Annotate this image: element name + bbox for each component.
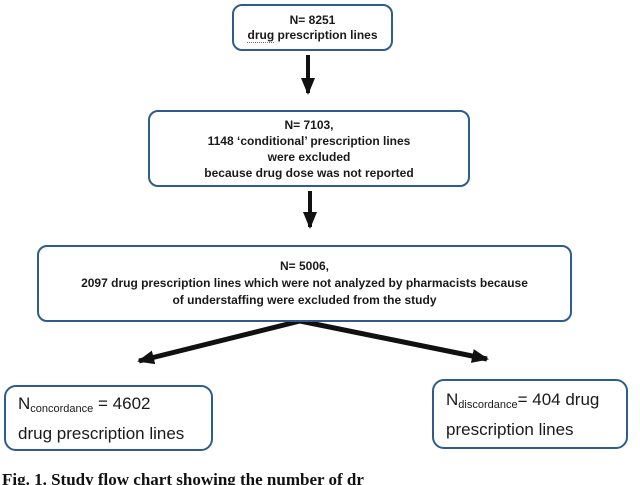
- box-conditional-line3: were excluded: [267, 149, 351, 164]
- flow-box-concordance: Nconcordance = 4602 drug prescription li…: [4, 385, 213, 451]
- flow-box-understaffing-excluded: N= 5006, 2097 drug prescription lines wh…: [37, 245, 572, 322]
- box-total-desc-rest: prescription lines: [274, 27, 378, 42]
- concordance-n-symbol: N: [18, 393, 31, 413]
- box-total-n-line: N= 8251: [289, 12, 336, 27]
- concordance-subscript: concordance: [30, 402, 94, 415]
- box-understaffing-line3: of understaffing were excluded from the …: [172, 293, 437, 307]
- figure-caption: Fig. 1. Study flow chart showing the num…: [2, 470, 364, 485]
- box-conditional-line2: 1148 ‘conditional’ prescription lines: [207, 133, 411, 148]
- box-understaffing-line2: 2097 drug prescription lines which were …: [81, 276, 528, 290]
- flow-box-total-prescriptions: N= 8251 drug prescription lines: [232, 4, 393, 51]
- box-conditional-line4: because drug dose was not reported: [204, 165, 414, 180]
- discordance-value: = 404 drug: [517, 389, 600, 409]
- spellcheck-underline-word: drug: [247, 27, 275, 43]
- box-total-desc-line: drug prescription lines: [234, 27, 391, 43]
- discordance-desc-line: prescription lines: [446, 419, 574, 439]
- discordance-n-line: Ndiscordance= 404 drug: [446, 386, 626, 416]
- discordance-n-symbol: N: [446, 389, 459, 409]
- flow-box-conditional-excluded: N= 7103, 1148 ‘conditional’ prescription…: [148, 110, 470, 187]
- concordance-n-line: Nconcordance = 4602: [18, 390, 211, 420]
- box-conditional-n-line: N= 7103,: [284, 117, 334, 132]
- box-understaffing-n-line: N= 5006,: [279, 259, 330, 273]
- concordance-desc-line: drug prescription lines: [18, 423, 185, 443]
- concordance-value: = 4602: [93, 393, 151, 413]
- arrow-branch-left-icon: [137, 318, 301, 365]
- arrow-branch-right-icon: [299, 318, 489, 363]
- discordance-subscript: discordance: [458, 398, 518, 411]
- flow-box-discordance: Ndiscordance= 404 drug prescription line…: [432, 379, 628, 449]
